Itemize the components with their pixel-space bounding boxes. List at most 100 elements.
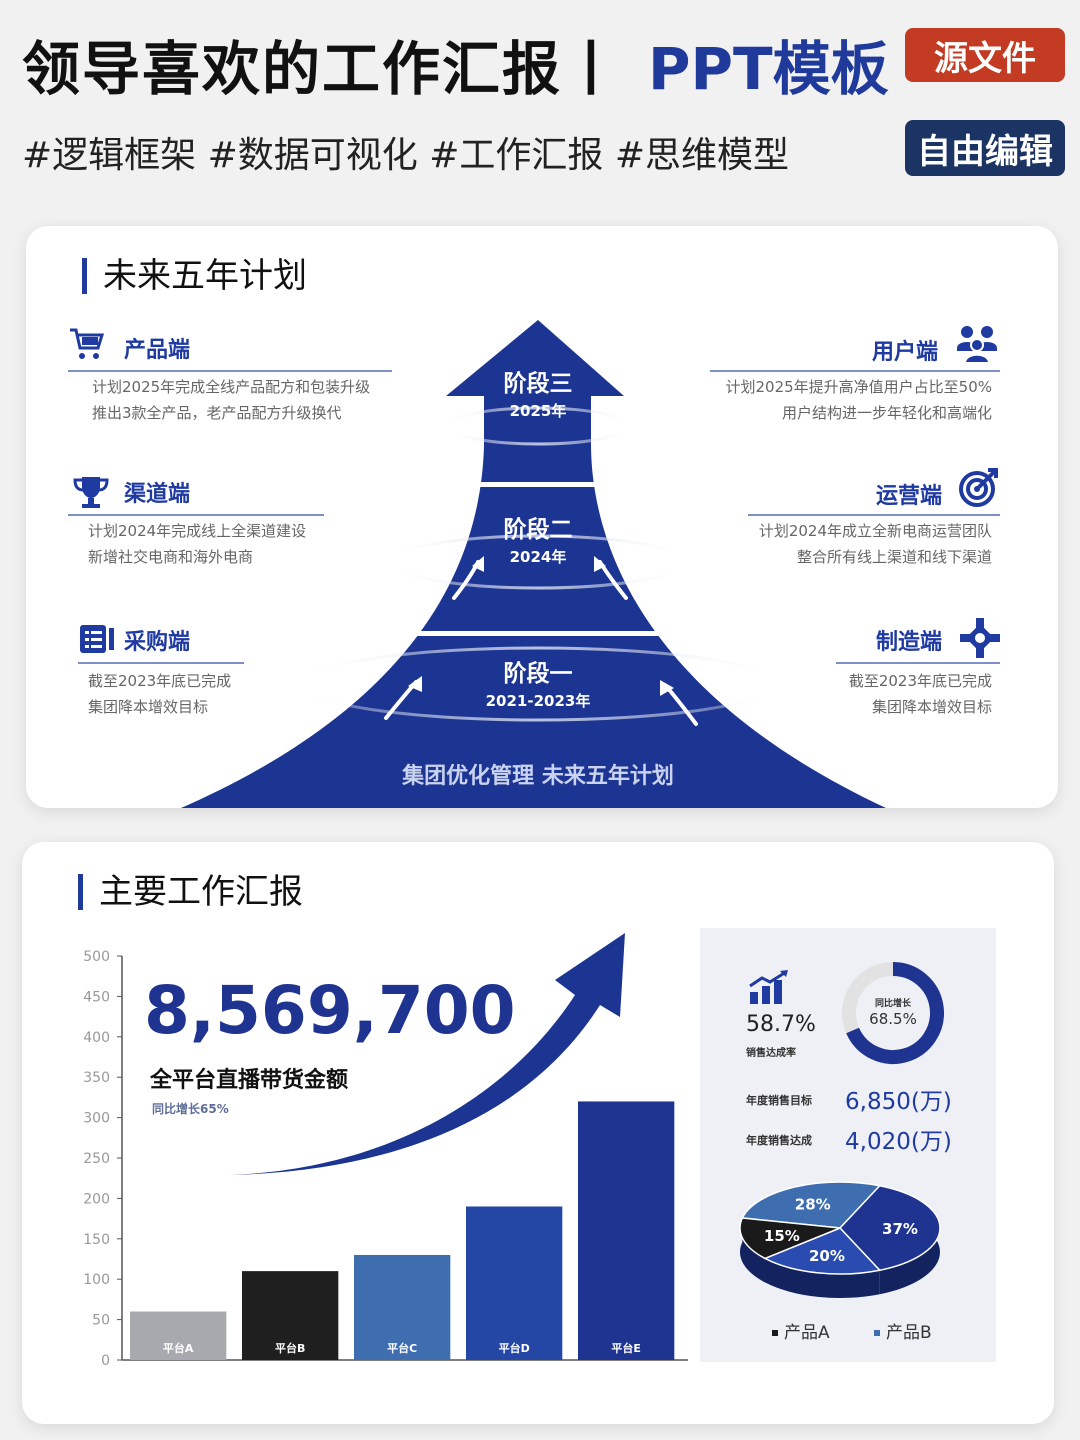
pie-side xyxy=(764,1258,880,1298)
report-title: 主要工作汇报 xyxy=(78,874,303,910)
product-line-1: 计划2025年完成全线产品配方和包装升级 xyxy=(92,378,371,396)
operation-line-1: 计划2024年成立全新电商运营团队 xyxy=(758,522,992,540)
bar-chart-icon xyxy=(748,970,792,1010)
growth-arrow-graphic xyxy=(181,320,886,808)
legend-label-b: 产品B xyxy=(886,1323,932,1343)
product-pie-chart: 28%37%20%15% xyxy=(739,1181,941,1298)
big-number: 8,569,700 xyxy=(144,972,516,1049)
bar-label: 平台B xyxy=(275,1341,305,1355)
pie-slice xyxy=(739,1217,841,1260)
product-side-head: 产品端 xyxy=(124,338,191,363)
growth-ring xyxy=(842,962,944,1064)
ring-value: 68.5% xyxy=(869,1010,917,1028)
target-value: 6,850(万) xyxy=(845,1089,952,1115)
pie-side xyxy=(740,1217,765,1283)
cart-icon xyxy=(68,326,106,367)
product-line-2: 推出3款全产品，老产品配方升级换代 xyxy=(92,404,342,422)
target-label: 年度销售目标 xyxy=(746,1094,812,1107)
bar-平台C xyxy=(354,1254,451,1360)
stage-1-year: 2021-2023年 xyxy=(485,692,591,710)
y-tick-label: 500 xyxy=(83,949,110,965)
user-line-1: 计划2025年提升高净值用户占比至50% xyxy=(725,378,992,396)
bar-平台D xyxy=(466,1206,563,1360)
pie-slice xyxy=(741,1181,882,1229)
pie-slice xyxy=(763,1227,882,1275)
divider xyxy=(748,514,1000,516)
divider xyxy=(836,662,1000,664)
clipboard-icon xyxy=(78,622,118,661)
operation-side-head: 运营端 xyxy=(876,484,943,509)
platform-bar-chart: 0 50 100 150 200 250 300 350 400 450 500 平台A 平台B 平台C 平… xyxy=(83,949,688,1369)
manufacture-line-2: 集团降本增效目标 xyxy=(871,698,992,716)
achieved-value: 4,020(万) xyxy=(845,1129,952,1155)
y-tick-label: 0 xyxy=(101,1353,110,1369)
free-edit-badge: 自由编辑 xyxy=(905,120,1065,176)
source-file-badge: 源文件 xyxy=(905,28,1065,82)
trophy-icon xyxy=(72,474,110,515)
target-icon xyxy=(958,468,998,513)
achieved-label: 年度销售达成 xyxy=(746,1134,812,1147)
purchase-side-head: 采购端 xyxy=(124,630,191,655)
y-tick-label: 50 xyxy=(92,1313,110,1329)
rate-label: 销售达成率 xyxy=(746,1048,796,1059)
hashtags: #逻辑框架 #数据可视化 #工作汇报 #思维模型 xyxy=(22,135,789,176)
pie-label: 37% xyxy=(882,1220,918,1238)
bar-label: 平台D xyxy=(499,1341,530,1355)
bar-平台E xyxy=(578,1101,675,1360)
pie-slice xyxy=(838,1184,941,1272)
gear-icon xyxy=(960,618,1000,663)
plan-card: 未来五年计划 xyxy=(26,226,1058,808)
legend-product-b: 产品B xyxy=(874,1318,932,1343)
stage-3: 阶段三 2025年 xyxy=(458,364,618,421)
divider xyxy=(78,662,244,664)
ring-label: 同比增长 xyxy=(874,999,911,1009)
y-tick-label: 300 xyxy=(83,1111,110,1127)
divider xyxy=(68,514,324,516)
user-side-head: 用户端 xyxy=(872,340,939,365)
stage-2-year: 2024年 xyxy=(509,548,567,566)
user-line-2: 用户结构进一步年轻化和高端化 xyxy=(781,404,992,422)
rate-value: 58.7% xyxy=(746,1012,816,1037)
stage-2-name: 阶段二 xyxy=(503,517,573,543)
y-tick-label: 150 xyxy=(83,1232,110,1248)
bar-label: 平台E xyxy=(611,1341,641,1355)
pie-label: 20% xyxy=(809,1247,845,1265)
stage-1-name: 阶段一 xyxy=(503,661,573,687)
plan-title: 未来五年计划 xyxy=(82,258,307,294)
manufacture-line-1: 截至2023年底已完成 xyxy=(848,672,992,690)
divider xyxy=(68,370,392,372)
stage-3-name: 阶段三 xyxy=(503,371,573,397)
legend-label-a: 产品A xyxy=(784,1323,830,1343)
y-tick-label: 200 xyxy=(83,1191,110,1207)
ppt-title: PPT模板 xyxy=(648,35,889,103)
y-tick-label: 400 xyxy=(83,1030,110,1046)
ring-fill xyxy=(846,962,944,1064)
y-tick-label: 450 xyxy=(83,989,110,1005)
bar-label: 平台A xyxy=(163,1341,194,1355)
bar-平台B xyxy=(242,1271,339,1360)
purchase-line-2: 集团降本增效目标 xyxy=(88,698,209,716)
channel-side-head: 渠道端 xyxy=(124,482,191,507)
channel-line-1: 计划2024年完成线上全渠道建设 xyxy=(88,522,307,540)
operation-line-2: 整合所有线上渠道和线下渠道 xyxy=(796,548,992,566)
stage-2: 阶段二 2024年 xyxy=(458,510,618,567)
divider xyxy=(710,370,1000,372)
users-icon xyxy=(956,324,998,369)
channel-line-2: 新增社交电商和海外电商 xyxy=(88,548,254,566)
plan-footer: 集团优化管理 未来五年计划 xyxy=(402,764,674,789)
pie-label: 15% xyxy=(764,1227,800,1245)
stage-3-year: 2025年 xyxy=(509,402,567,420)
bar-平台A xyxy=(130,1311,227,1360)
growth-swoosh-arrow xyxy=(230,933,625,1175)
y-tick-label: 350 xyxy=(83,1070,110,1086)
purchase-line-1: 截至2023年底已完成 xyxy=(88,672,232,690)
legend-product-a: 产品A xyxy=(772,1318,830,1343)
legend-swatch-b xyxy=(874,1330,880,1336)
page-title: 领导喜欢的工作汇报丨 xyxy=(22,35,623,103)
y-tick-label: 100 xyxy=(83,1272,110,1288)
legend-swatch-a xyxy=(772,1330,778,1336)
growth-label: 同比增长65% xyxy=(152,1102,229,1116)
bar-label: 平台C xyxy=(387,1341,417,1355)
big-label: 全平台直播带货金额 xyxy=(150,1068,349,1093)
y-tick-label: 250 xyxy=(83,1151,110,1167)
